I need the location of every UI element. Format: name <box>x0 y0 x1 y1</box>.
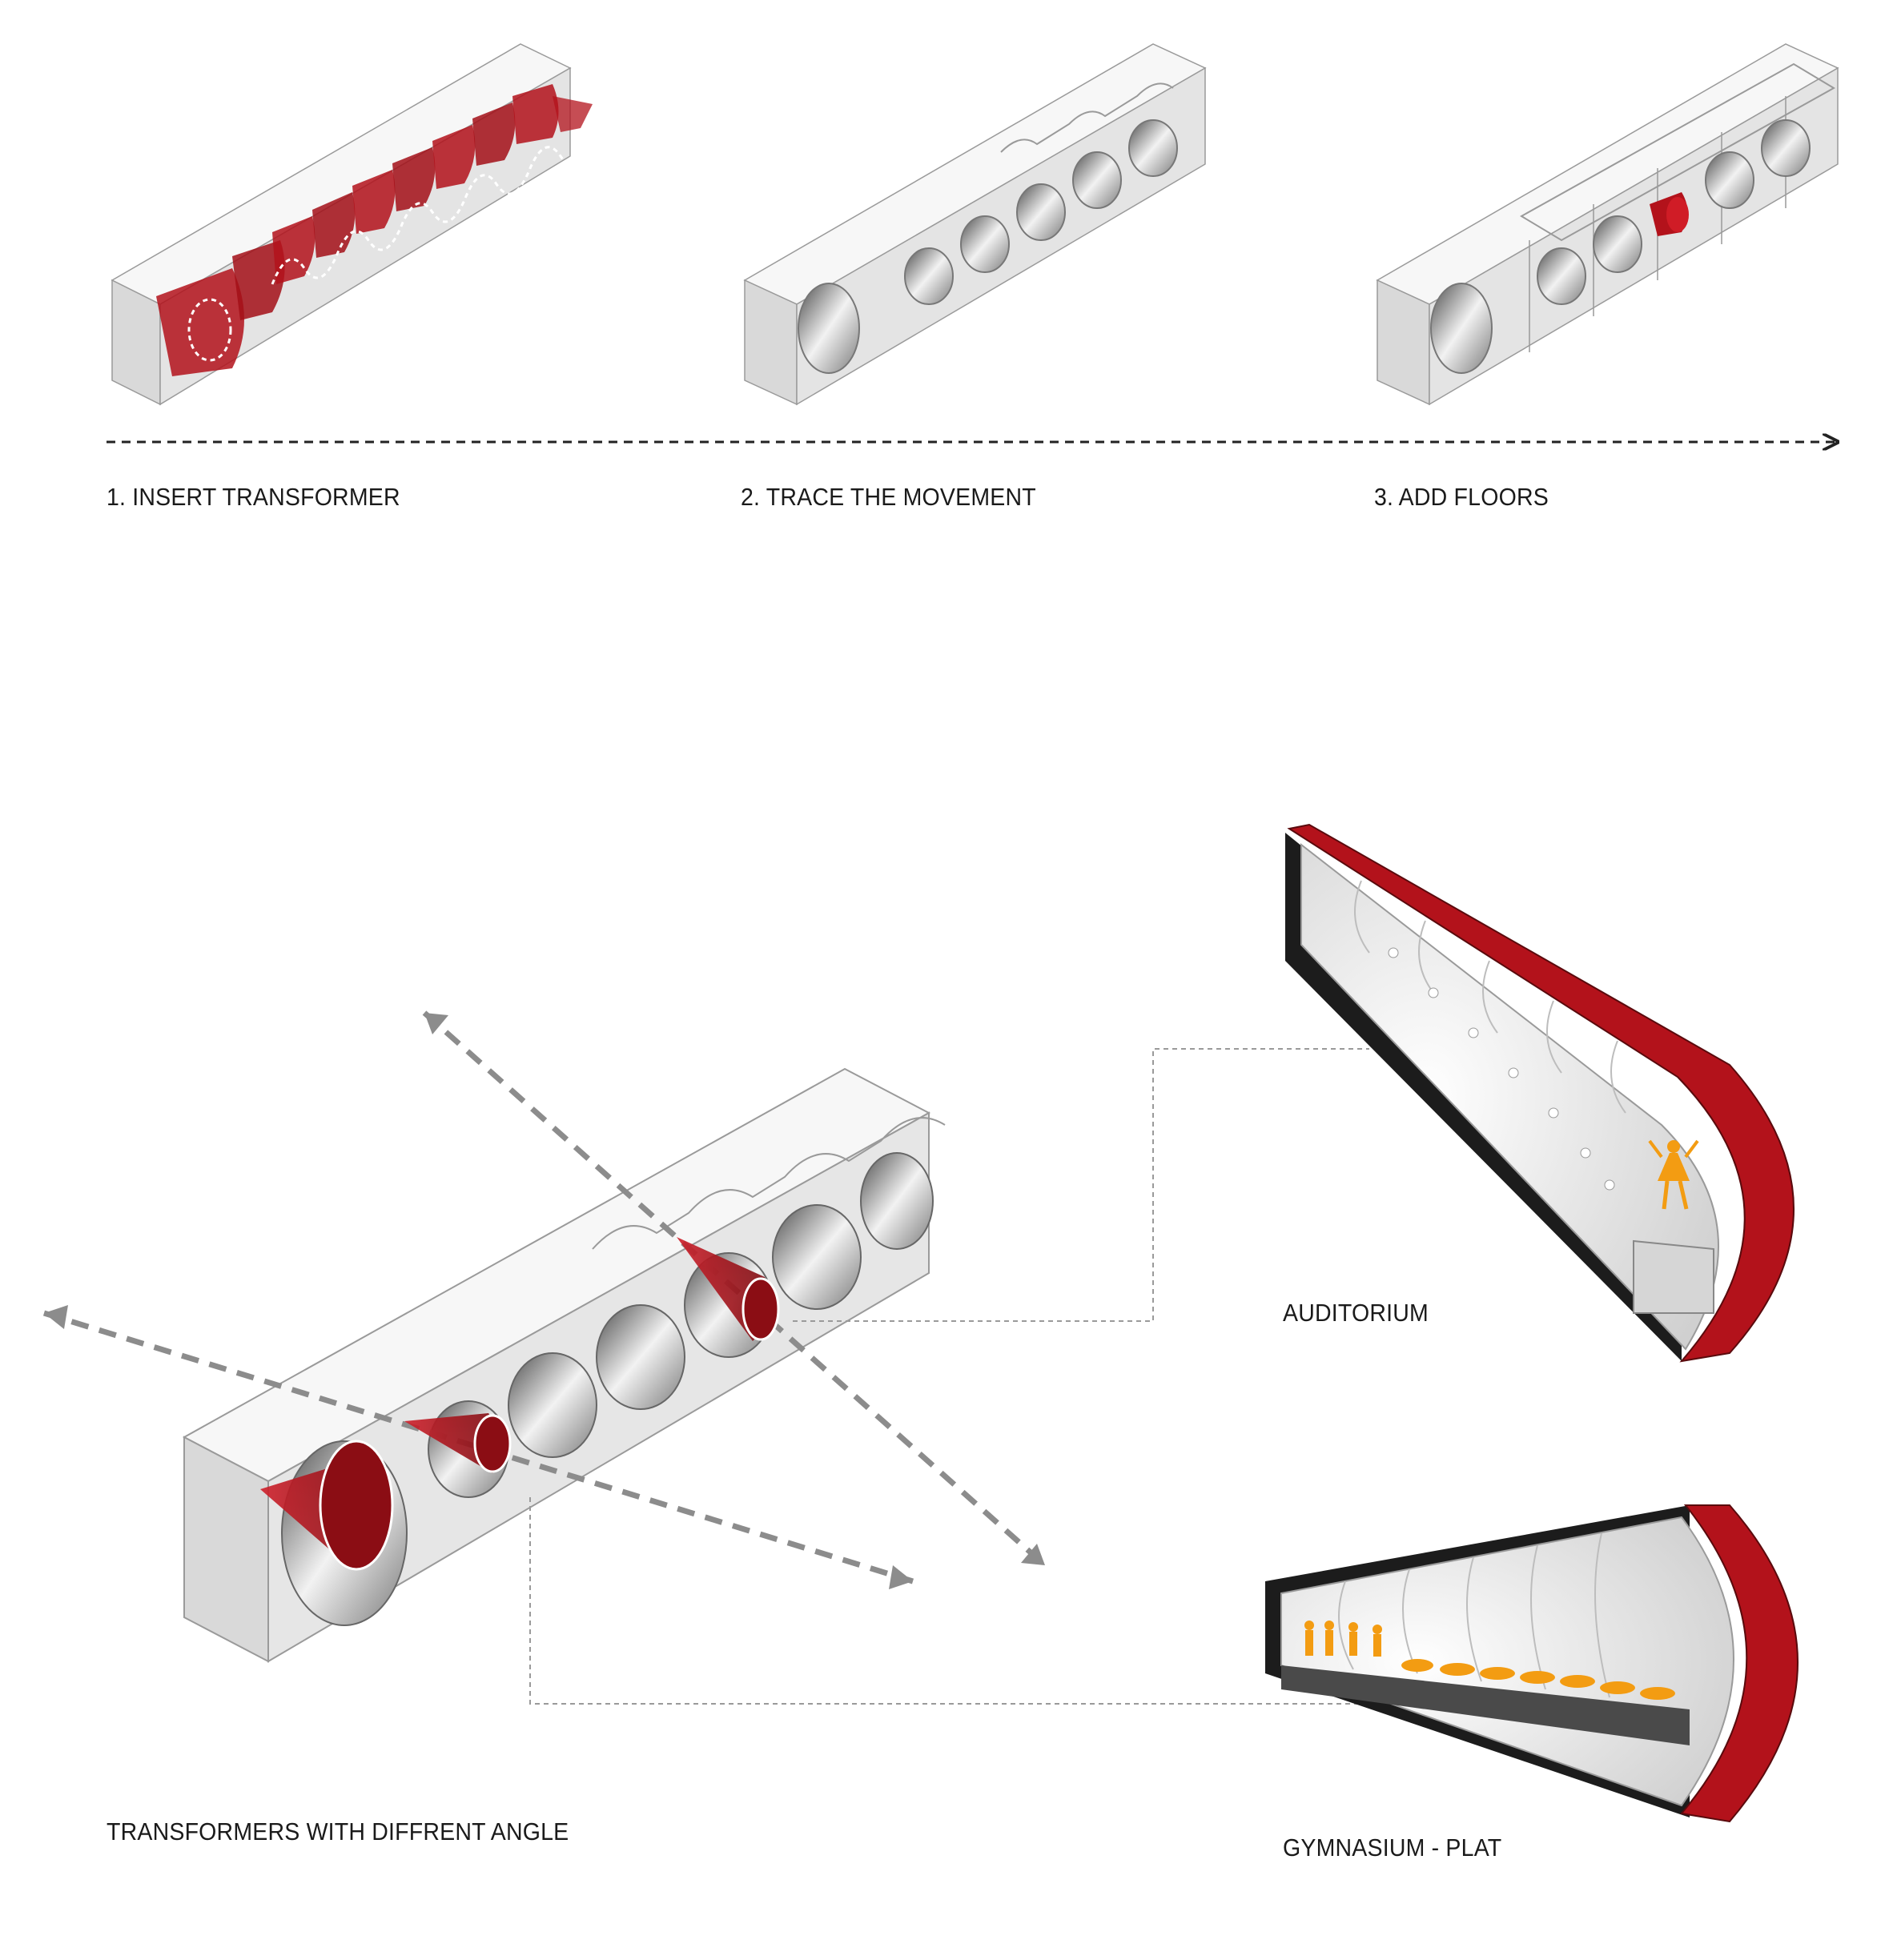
leader-auditorium <box>793 1048 1369 1322</box>
step1-transformers <box>156 84 594 376</box>
step3-void-1 <box>1430 283 1493 374</box>
leader-gymnasium <box>529 1497 1377 1705</box>
step3-floors <box>1520 62 1835 242</box>
auditorium-interior <box>1300 842 1719 1351</box>
auditorium-stage <box>1633 1239 1714 1314</box>
large-block-front <box>267 1111 930 1663</box>
large-block <box>182 1067 946 1663</box>
gymnasium-label: GYMNASIUM - PLAT <box>1283 1833 1502 1862</box>
step1-label: 1. INSERT TRANSFORMER <box>107 483 400 511</box>
large-transformers <box>260 1237 780 1571</box>
step1-dashed-circle <box>187 298 232 362</box>
auditorium-seats <box>1388 947 1615 1191</box>
step3-block <box>1376 43 1839 406</box>
large-block-roof-waves <box>592 1117 946 1250</box>
step3-label: 3. ADD FLOORS <box>1374 483 1549 511</box>
step2-block <box>743 43 1207 406</box>
gymnasium-section <box>1265 1504 1799 1823</box>
transformers-angle-label: TRANSFORMERS WITH DIFFRENT ANGLE <box>107 1817 569 1846</box>
auditorium-red-shell <box>1287 823 1795 1363</box>
step2-void-1 <box>798 283 860 374</box>
gymnasium-floor <box>1281 1665 1690 1745</box>
gymnast-figures <box>1304 1621 1675 1700</box>
step2-roof-waves <box>1000 82 1174 153</box>
auditorium-label: AUDITORIUM <box>1283 1299 1429 1327</box>
angle-arrow-2 <box>42 1310 914 1584</box>
dancer-figure <box>1648 1139 1699 1210</box>
step1-wave-path <box>271 143 594 285</box>
step1-large-cone <box>156 268 244 376</box>
step2-label: 2. TRACE THE MOVEMENT <box>741 483 1036 511</box>
gymnasium-red-shell <box>1680 1504 1799 1823</box>
auditorium-section <box>1285 823 1795 1363</box>
